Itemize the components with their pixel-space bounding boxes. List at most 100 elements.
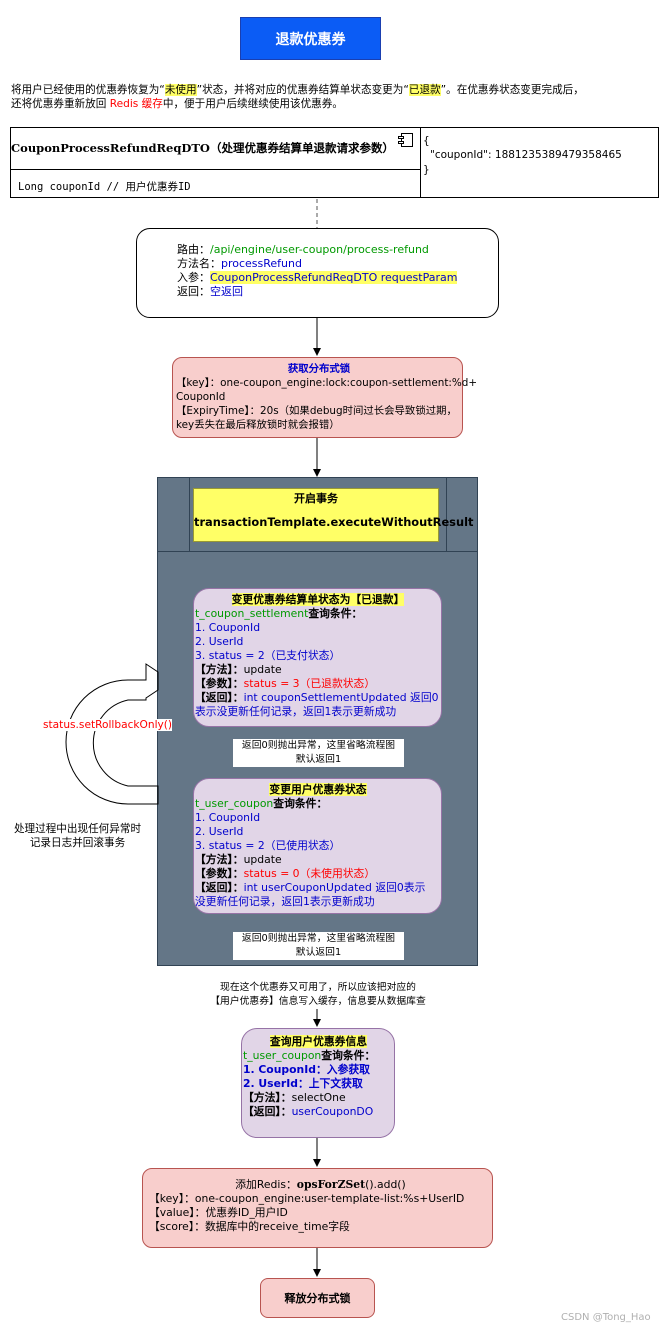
- user-m-label: 【方法】：: [195, 853, 244, 866]
- lock-key-2: CouponId: [176, 391, 226, 403]
- query-c2: 2. UserId：上下文获取: [243, 1077, 363, 1090]
- user-coupon-update-box: 变更用户优惠券状态 t_user_coupon查询条件： 1. CouponId…: [193, 778, 442, 914]
- redis-score: 【score】：数据库中的receive_time字段: [149, 1220, 350, 1233]
- intro-l2b: Redis 缓存: [109, 98, 163, 110]
- tx-divider-right: [446, 478, 447, 551]
- intro-l1c: ”状态，并将对应的优惠券结算单状态变更为“: [196, 84, 409, 96]
- title-box: 退款优惠券: [240, 17, 381, 60]
- json-line: "couponId": 1881235389479358465: [430, 149, 622, 161]
- note1-l1: 返回0则抛出异常，这里省略流程图: [241, 740, 396, 751]
- redis-add-box: 添加Redis：opsForZSet().add() 【key】：one-cou…: [142, 1168, 493, 1248]
- note3-l2: 【用户优惠券】信息写入缓存，信息要从数据库查: [210, 996, 426, 1007]
- user-c2: 2. UserId: [195, 825, 244, 838]
- query-user-coupon-box: 查询用户优惠券信息 t_user_coupon查询条件： 1. CouponId…: [241, 1028, 395, 1138]
- settle-m-label: 【方法】：: [195, 663, 244, 676]
- query-title: 查询用户优惠券信息: [269, 1035, 368, 1048]
- query-r-val: userCouponDO: [291, 1105, 374, 1118]
- user-c3: 3. status = 2（已使用状态）: [195, 839, 341, 852]
- note-return-2: 返回0则抛出异常，这里省略流程图 默认返回1: [233, 932, 404, 960]
- lock-exp-2: key丢失在最后释放锁时就会报错）: [176, 419, 340, 431]
- settle-c3: 3. status = 2（已支付状态）: [195, 649, 341, 662]
- note2-l2: 默认返回1: [295, 947, 342, 958]
- settle-c2: 2. UserId: [195, 635, 244, 648]
- query-query: 查询条件：: [321, 1049, 376, 1062]
- user-p-val: status = 0（未使用状态）: [243, 867, 376, 880]
- intro-text: 将用户已经使用的优惠券恢复为“未使用”状态，并将对应的优惠券结算单状态变更为“已…: [11, 83, 661, 111]
- rollback-note: 处理过程中出现任何异常时 记录日志并回滚事务: [0, 822, 155, 850]
- user-r-label: 【返回】：: [195, 881, 244, 894]
- lock-key-1: 【key】：one-coupon_engine:lock:coupon-sett…: [176, 377, 478, 389]
- component-icon: [398, 133, 413, 147]
- redis-l1c: ().add(): [365, 1178, 406, 1191]
- intro-l2c: 中，便于用户后续继续使用该优惠券。: [162, 98, 343, 110]
- release-lock-box: 释放分布式锁: [260, 1278, 375, 1318]
- watermark: CSDN @Tong_Hao: [561, 1312, 651, 1323]
- dto-class-name: CouponProcessRefundReqDTO（处理优惠券结算单退款请求参数…: [11, 141, 394, 155]
- settle-p-label: 【参数】：: [195, 677, 244, 690]
- intro-l2a: 还将优惠券重新放回: [11, 98, 110, 110]
- transaction-header: [157, 477, 478, 552]
- param-value: CouponProcessRefundReqDTO requestParam: [210, 271, 458, 284]
- route-box: 路由：/api/engine/user-coupon/process-refun…: [136, 228, 499, 318]
- lock-exp-1: 【ExpiryTime】：20s（如果debug时间过长会导致锁过期，: [176, 405, 457, 417]
- method-value: processRefund: [221, 257, 302, 270]
- settle-r-val2: 表示没更新任何记录，返回1表示更新成功: [195, 705, 397, 718]
- lock-box: 获取分布式锁 【key】：one-coupon_engine:lock:coup…: [172, 357, 478, 438]
- query-m-label: 【方法】：: [243, 1091, 292, 1104]
- settle-query: 查询条件：: [308, 607, 363, 620]
- settle-table: t_coupon_settlement: [195, 607, 309, 620]
- settlement-update-box: 变更优惠券结算单状态为【已退款】 t_coupon_settlement查询条件…: [193, 588, 442, 727]
- param-label: 入参：: [177, 271, 210, 284]
- settle-r-val1: int couponSettlementUpdated 返回0: [243, 691, 439, 704]
- rollback-label: status.setRollbackOnly(): [43, 719, 173, 731]
- rollback-note-1: 处理过程中出现任何异常时: [13, 823, 142, 835]
- route-label: 路由：: [177, 243, 210, 256]
- note-return-1: 返回0则抛出异常，这里省略流程图 默认返回1: [233, 739, 404, 767]
- dto-class-box: CouponProcessRefundReqDTO（处理优惠券结算单退款请求参数…: [10, 127, 421, 198]
- tx-title: 开启事务: [294, 492, 338, 505]
- user-p-label: 【参数】：: [195, 867, 244, 880]
- query-r-label: 【返回】：: [243, 1105, 292, 1118]
- settle-c1: 1. CouponId: [195, 621, 261, 634]
- redis-value: 【value】：优惠券ID_用户ID: [149, 1206, 288, 1219]
- route-value: /api/engine/user-coupon/process-refund: [210, 243, 429, 256]
- user-m-val: update: [243, 853, 282, 866]
- redis-l1b: opsForZSet: [296, 1178, 366, 1191]
- dto-json-box: { "couponId": 1881235389479358465 }: [420, 127, 659, 198]
- dto-header: CouponProcessRefundReqDTO（处理优惠券结算单退款请求参数…: [11, 128, 420, 170]
- intro-l1b: 未使用: [164, 84, 197, 96]
- redis-key: 【key】：one-coupon_engine:user-template-li…: [149, 1192, 465, 1205]
- settle-r-label: 【返回】：: [195, 691, 244, 704]
- user-c1: 1. CouponId: [195, 811, 261, 824]
- intro-l1a: 将用户已经使用的优惠券恢复为“: [11, 84, 165, 96]
- method-label: 方法名：: [177, 257, 221, 270]
- query-c1: 1. CouponId：入参获取: [243, 1063, 370, 1076]
- note3-l1: 现在这个优惠券又可用了，所以应该把对应的: [220, 982, 416, 993]
- return-value: 空返回: [210, 285, 243, 298]
- intro-l1d: 已退款: [408, 84, 441, 96]
- tx-method: transactionTemplate.executeWithoutResult: [194, 515, 474, 529]
- json-close: }: [423, 164, 430, 176]
- note1-l2: 默认返回1: [295, 754, 342, 765]
- tx-divider-left: [189, 478, 190, 551]
- note-cache: 现在这个优惠券又可用了，所以应该把对应的 【用户优惠券】信息写入缓存，信息要从数…: [190, 981, 446, 1009]
- lock-title: 获取分布式锁: [287, 363, 351, 375]
- settle-p-val: status = 3（已退款状态）: [243, 677, 376, 690]
- return-label: 返回：: [177, 285, 210, 298]
- json-open: {: [423, 135, 430, 147]
- title-text: 退款优惠券: [275, 31, 346, 48]
- settle-title: 变更优惠券结算单状态为【已退款】: [231, 593, 405, 606]
- user-r-val1: int userCouponUpdated 返回0表示: [243, 881, 426, 894]
- transaction-title-box: 开启事务 transactionTemplate.executeWithoutR…: [193, 488, 474, 542]
- intro-l1e: ”。在优惠券状态变更完成后，: [440, 84, 584, 96]
- user-r-val2: 没更新任何记录，返回1表示更新成功: [195, 895, 375, 908]
- release-text: 释放分布式锁: [284, 1292, 351, 1305]
- redis-l1a: 添加Redis：: [235, 1178, 297, 1191]
- user-title: 变更用户优惠券状态: [269, 783, 367, 796]
- query-table: t_user_coupon: [243, 1049, 322, 1062]
- query-m-val: selectOne: [291, 1091, 346, 1104]
- note2-l1: 返回0则抛出异常，这里省略流程图: [241, 933, 396, 944]
- settle-m-val: update: [243, 663, 282, 676]
- dto-field: Long couponId // 用户优惠券ID: [18, 181, 191, 193]
